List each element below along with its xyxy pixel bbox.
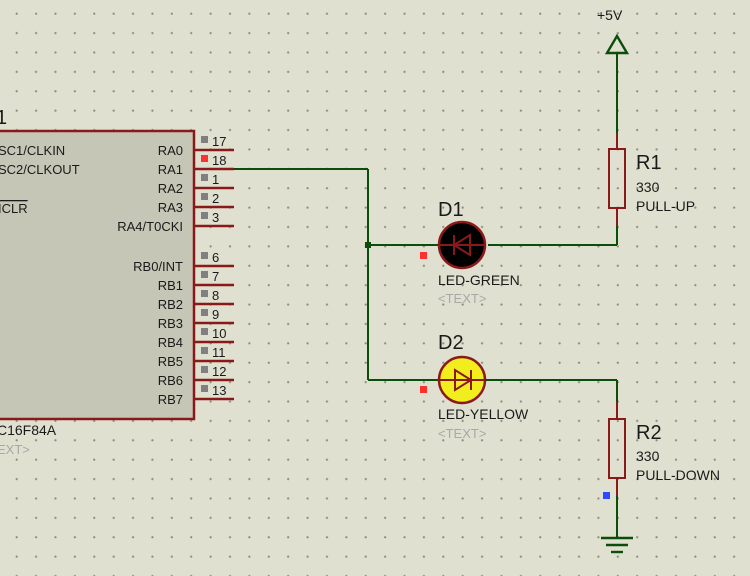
power-label: +5V — [597, 7, 623, 23]
pin-state-marker — [201, 385, 208, 392]
microcontroller-u1[interactable]: 1 SC1/CLKIN SC2/CLKOUT ICLR C16F84A EXT>… — [0, 107, 234, 457]
mcu-pin-number: 17 — [212, 134, 226, 149]
pin-state-marker — [201, 193, 208, 200]
mcu-pin-label: RB3 — [158, 316, 183, 331]
d1-ref: D1 — [438, 199, 464, 221]
pin-state-marker — [201, 328, 208, 335]
junction-dot — [365, 242, 371, 248]
d1-part: LED-GREEN — [438, 272, 520, 288]
logic-probe-low — [603, 492, 610, 499]
mcu-pin-number: 12 — [212, 364, 226, 379]
pin-state-marker — [201, 309, 208, 316]
mcu-pin-number: 3 — [212, 210, 219, 225]
mcu-pin-number: 18 — [212, 153, 226, 168]
r1-value: 330 — [636, 179, 660, 195]
mcu-pin-label: RB7 — [158, 392, 183, 407]
pin-state-marker — [201, 290, 208, 297]
r1-ref: R1 — [636, 152, 662, 174]
mcu-pin-label: RA4/T0CKI — [117, 219, 183, 234]
mcu-text-placeholder: EXT> — [0, 442, 30, 457]
pin-state-marker — [201, 252, 208, 259]
resistor-r2[interactable]: R2 330 PULL-DOWN — [608, 401, 720, 496]
mcu-pin-label: RB5 — [158, 354, 183, 369]
d2-part: LED-YELLOW — [438, 406, 529, 422]
logic-probe-high — [420, 386, 427, 393]
mcu-pin-label: RB2 — [158, 297, 183, 312]
mcu-pin-label: RA3 — [158, 200, 183, 215]
ground-terminal[interactable] — [601, 536, 633, 554]
resistor-r1[interactable]: R1 330 PULL-UP — [608, 133, 695, 226]
power-terminal-5v[interactable]: +5V — [597, 7, 630, 55]
mcu-pin-label: RB4 — [158, 335, 183, 350]
pin-state-marker — [201, 271, 208, 278]
mcu-pin-number: 13 — [212, 383, 226, 398]
pin-state-marker — [201, 174, 208, 181]
diode-symbol-icon — [452, 233, 471, 257]
mcu-left-pin-label: SC2/CLKOUT — [0, 162, 80, 177]
mcu-pin-label: RB1 — [158, 278, 183, 293]
mcu-pin-label: RB6 — [158, 373, 183, 388]
d1-text-placeholder: <TEXT> — [438, 291, 486, 306]
r2-name: PULL-DOWN — [636, 467, 720, 483]
mcu-left-pin-label: ICLR — [0, 201, 28, 216]
mcu-pin-number: 11 — [212, 345, 226, 360]
mcu-pin-number: 1 — [212, 172, 219, 187]
led-d1[interactable]: D1 LED-GREEN <TEXT> — [437, 199, 520, 306]
led-d2[interactable]: D2 LED-YELLOW <TEXT> — [437, 332, 529, 441]
power-arrow-icon — [604, 33, 630, 55]
resistor-r1-body — [608, 148, 626, 209]
resistor-r2-body — [608, 418, 626, 479]
mcu-pin-number: 6 — [212, 250, 219, 265]
mcu-pin-number: 2 — [212, 191, 219, 206]
pin-state-marker — [201, 366, 208, 373]
mcu-pin-label: RA0 — [158, 143, 183, 158]
mcu-pin-label: RA1 — [158, 162, 183, 177]
r2-ref: R2 — [636, 422, 662, 444]
r1-name: PULL-UP — [636, 198, 695, 214]
mcu-pin-label: RB0/INT — [133, 259, 183, 274]
pin-state-high-marker — [201, 155, 208, 162]
pin-state-marker — [201, 347, 208, 354]
d2-ref: D2 — [438, 332, 464, 354]
d2-text-placeholder: <TEXT> — [438, 426, 486, 441]
mcu-pin-number: 9 — [212, 307, 219, 322]
mcu-pin-number: 8 — [212, 288, 219, 303]
mcu-part-name: C16F84A — [0, 422, 57, 438]
mcu-pin-label: RA2 — [158, 181, 183, 196]
mcu-ref: 1 — [0, 107, 7, 129]
mcu-pin-number: 10 — [212, 326, 226, 341]
diode-symbol-icon — [454, 368, 473, 392]
r2-value: 330 — [636, 448, 660, 464]
mcu-pin-number: 7 — [212, 269, 219, 284]
mcu-body — [0, 129, 196, 421]
pin-state-marker — [201, 136, 208, 143]
mcu-left-pin-label: SC1/CLKIN — [0, 143, 65, 158]
pin-state-marker — [201, 212, 208, 219]
logic-probe-high — [420, 252, 427, 259]
